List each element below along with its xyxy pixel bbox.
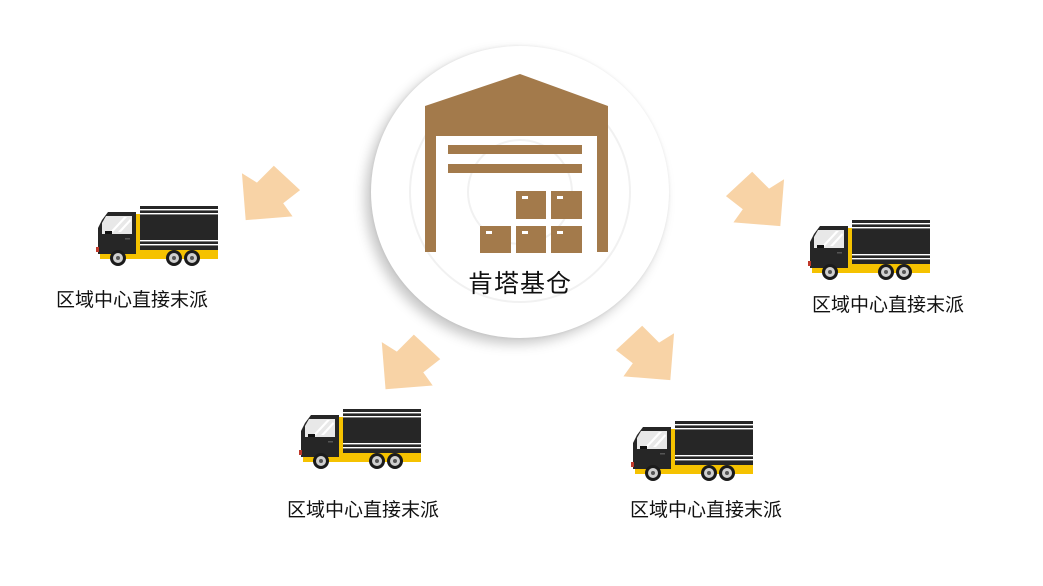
node-label: 区域中心直接末派: [812, 294, 965, 316]
arrow-down-right-icon: [612, 322, 678, 382]
truck-icon: [96, 206, 220, 268]
node-label: 区域中心直接末派: [287, 499, 440, 521]
truck-icon: [808, 220, 932, 282]
node-label: 区域中心直接末派: [56, 289, 209, 311]
node-label: 区域中心直接末派: [630, 499, 783, 521]
truck-icon: [631, 421, 755, 483]
hub-warehouse-node: 肯塔基仓: [371, 46, 669, 338]
arrow-down-right-icon: [722, 168, 788, 228]
hub-label: 肯塔基仓: [467, 269, 572, 298]
truck-icon: [299, 409, 423, 471]
arrow-down-left-icon: [378, 330, 444, 392]
arrow-down-left-icon: [238, 162, 304, 222]
warehouse-icon: [409, 74, 631, 303]
